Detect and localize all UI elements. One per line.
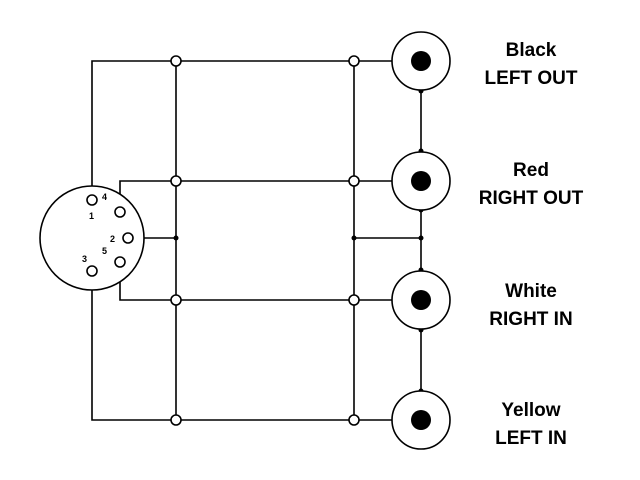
jack-color-label-white: White (505, 281, 557, 302)
junction-nodes (170, 55, 360, 426)
junction-node (170, 294, 182, 306)
junction-node (348, 175, 360, 187)
junction-node (348, 55, 360, 67)
din-pin-4 (114, 206, 126, 218)
din-pin-1 (86, 194, 98, 206)
junction-dot (418, 235, 424, 241)
junction-dot (351, 235, 357, 241)
junction-node (348, 294, 360, 306)
jack-function-label-red: RIGHT OUT (479, 188, 584, 209)
wire-pin1-black-left-out (91, 60, 396, 200)
pin-label-1: 1 (89, 211, 94, 221)
rca-jack-black (391, 31, 451, 91)
jack-color-label-red: Red (513, 160, 549, 181)
pin-label-5: 5 (102, 246, 107, 256)
rca-jack-white (391, 270, 451, 330)
junction-dot (173, 235, 179, 241)
din-pin-5 (114, 256, 126, 268)
pin-label-4: 4 (102, 192, 107, 202)
rca-jack-center (411, 410, 431, 430)
rca-jack-center (411, 171, 431, 191)
jack-function-label-yellow: LEFT IN (495, 428, 567, 449)
junction-node (170, 414, 182, 426)
rca-jack-center (411, 290, 431, 310)
rca-jack-red (391, 151, 451, 211)
rca-jack-center (411, 51, 431, 71)
jack-function-label-black: LEFT OUT (485, 68, 578, 89)
din-pin-2 (122, 232, 134, 244)
junction-node (170, 175, 182, 187)
jack-labels: Black LEFT OUT Red RIGHT OUT White RIGHT… (479, 40, 584, 449)
jack-function-label-white: RIGHT IN (489, 309, 572, 330)
din-connector: 1 4 2 5 3 (39, 185, 145, 291)
pin-label-3: 3 (82, 254, 87, 264)
junction-node (170, 55, 182, 67)
wire-pin3-yellow-left-in (91, 272, 396, 421)
rca-jack-yellow (391, 390, 451, 450)
pin-label-2: 2 (110, 234, 115, 244)
jack-color-label-yellow: Yellow (501, 400, 560, 421)
junction-dots (173, 88, 424, 394)
junction-node (348, 414, 360, 426)
din-pin-3 (86, 265, 98, 277)
jack-color-label-black: Black (506, 40, 557, 61)
